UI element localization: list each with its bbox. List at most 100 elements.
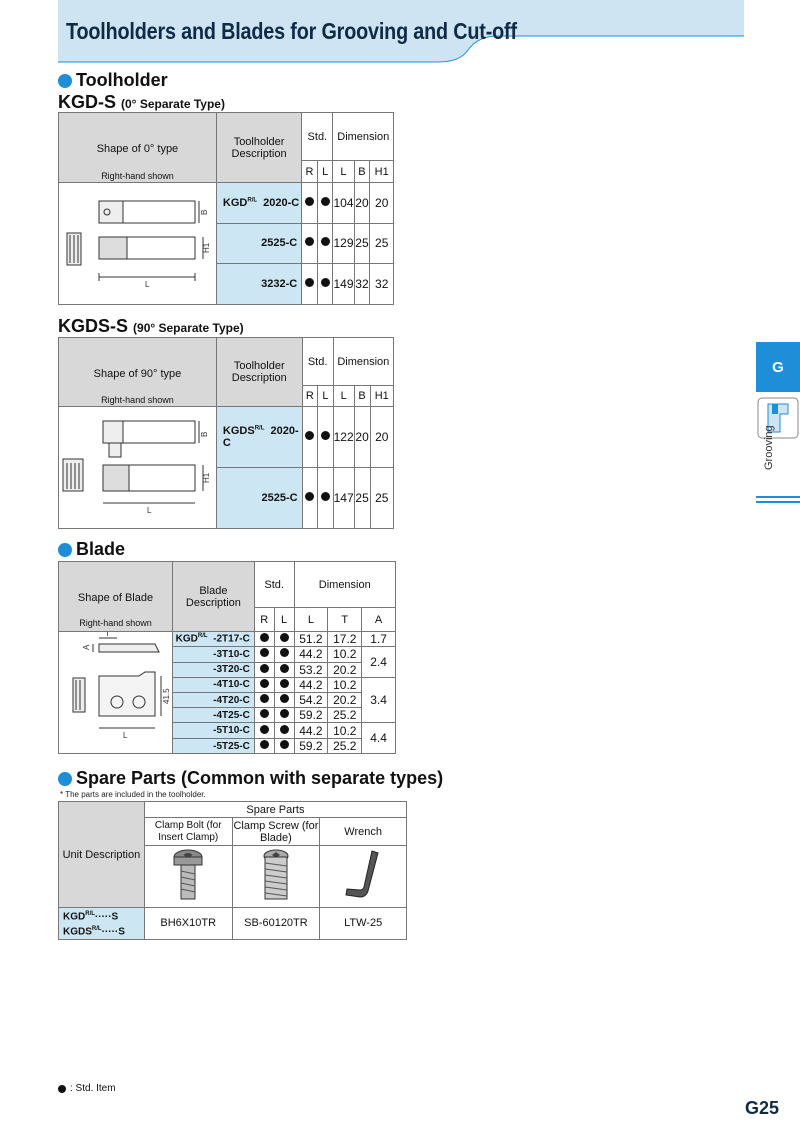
svg-text:L: L xyxy=(147,506,152,515)
dim-header: Dimension xyxy=(332,112,394,161)
svg-text:A: A xyxy=(82,644,91,650)
table-row: 3232-C 149 32 32 xyxy=(59,263,394,305)
svg-text:41.5: 41.5 xyxy=(162,688,171,704)
std-dot-icon xyxy=(279,740,289,749)
section-tab-g[interactable]: G xyxy=(756,342,800,392)
table-row: 2525-C 129 25 25 xyxy=(59,222,394,265)
table-row: 2525-C 147 25 25 xyxy=(59,467,395,529)
kgd-table: Shape of 0° type Right-hand shown Toolho… xyxy=(58,112,394,305)
table-row: -4T25-C 59.2 25.2 xyxy=(59,707,396,724)
std-dot-icon xyxy=(259,740,269,749)
blade-drawing: T A 41.5 L xyxy=(58,629,173,754)
blade-heading: Blade xyxy=(58,539,125,560)
std-dot-icon xyxy=(259,709,269,719)
dim-header: Dimension xyxy=(293,561,397,608)
toolholder-90-drawing: B H1 L xyxy=(62,420,211,515)
grooving-icon xyxy=(757,397,799,439)
std-dot-icon xyxy=(320,196,330,206)
toolholder-heading: Toolholder xyxy=(58,70,168,91)
blade-drawing-svg: T A 41.5 L xyxy=(72,629,171,740)
clamp-screw-image xyxy=(231,845,321,908)
svg-text:H1: H1 xyxy=(202,472,211,483)
wrench-image xyxy=(319,845,407,908)
svg-text:B: B xyxy=(200,432,209,437)
desc-header: Toolholder Description xyxy=(215,112,303,183)
std-dot-icon xyxy=(320,278,330,288)
table-row: -5T25-C 59.2 25.2 xyxy=(59,738,396,754)
screw-icon xyxy=(263,849,289,900)
std-dot-icon xyxy=(320,237,330,247)
svg-text:L: L xyxy=(145,280,150,289)
spare-parts-table: Unit Description Spare Parts Clamp Bolt … xyxy=(58,801,408,940)
svg-text:H1: H1 xyxy=(202,242,211,253)
unit-desc-header: Unit Description xyxy=(58,801,145,908)
bolt-icon xyxy=(173,849,203,900)
std-dot-icon xyxy=(259,648,269,658)
page-banner: Toolholders and Blades for Grooving and … xyxy=(58,0,744,64)
std-dot-icon xyxy=(58,1084,66,1093)
svg-text:B: B xyxy=(200,210,209,215)
footer-note: : Std. Item xyxy=(58,1083,116,1094)
page-number: G25 xyxy=(745,1098,780,1118)
desc-cell: KGDSR/L 2020-C xyxy=(215,406,303,468)
toolholder-drawing: B H1 L xyxy=(66,200,211,289)
spare-parts-note: * The parts are included in the toolhold… xyxy=(60,790,206,799)
clamp-bolt-image xyxy=(143,845,233,908)
std-dot-icon xyxy=(305,431,315,440)
desc-cell: KGDR/L -2T17-C xyxy=(171,631,255,647)
table-row: -3T20-C 53.2 20.2 xyxy=(59,661,396,678)
kgds-table: Shape of 90° type Right-hand shown Toolh… xyxy=(58,337,395,529)
dim-header: Dimension xyxy=(332,337,395,386)
std-dot-icon xyxy=(305,278,315,288)
std-dot-icon xyxy=(305,237,315,247)
bullet-icon xyxy=(58,771,72,786)
table-row: -4T10-C 44.2 10.2 3.4 xyxy=(59,676,396,724)
desc-header: Blade Description xyxy=(171,561,255,632)
kgds-drawing: B H1 L xyxy=(58,406,217,529)
spare-parts-heading: Spare Parts (Common with separate types) xyxy=(58,768,443,789)
std-header: Std. xyxy=(301,337,334,386)
table-row: B H1 L KGDSR/L 2020-C 122 20 20 xyxy=(58,406,395,529)
std-dot-icon xyxy=(279,694,289,704)
std-dot-icon xyxy=(305,492,315,501)
table-row: T A 41.5 L KGDR/L -2T17-C 51.2 17.2 1.7 xyxy=(58,629,396,754)
side-lines xyxy=(756,496,800,506)
std-dot-icon xyxy=(320,492,330,501)
unit-desc-cell: KGDR/L·····S KGDSR/L·····S xyxy=(58,907,145,940)
kgd-heading: KGD-S (0° Separate Type) xyxy=(58,92,225,112)
kgd-drawing: B H1 L xyxy=(58,182,217,305)
table-row: -4T20-C 54.2 20.2 xyxy=(59,692,396,709)
desc-header: Toolholder Description xyxy=(215,337,303,407)
svg-text:T: T xyxy=(105,632,110,638)
std-dot-icon xyxy=(259,633,269,642)
std-dot-icon xyxy=(305,196,315,206)
table-row: -5T10-C 44.2 10.2 4.4 xyxy=(59,722,396,754)
std-dot-icon xyxy=(259,694,269,704)
std-header: Std. xyxy=(301,112,334,161)
bullet-icon xyxy=(58,542,72,557)
shape-header: Shape of Blade Right-hand shown xyxy=(58,561,173,632)
banner-shape xyxy=(58,0,744,63)
std-dot-icon xyxy=(320,431,330,440)
std-dot-icon xyxy=(259,678,269,688)
side-label: Grooving xyxy=(763,425,775,470)
shape-header: Shape of 0° type Right-hand shown xyxy=(58,112,217,183)
wrench-icon xyxy=(345,850,379,898)
kgds-heading: KGDS-S (90° Separate Type) xyxy=(58,316,244,336)
std-dot-icon xyxy=(259,663,269,673)
std-dot-icon xyxy=(279,709,289,719)
spare-group-header: Spare Parts xyxy=(143,801,408,818)
std-dot-icon xyxy=(279,724,289,734)
bullet-icon xyxy=(58,73,72,88)
svg-text:L: L xyxy=(123,731,128,740)
std-dot-icon xyxy=(259,724,269,734)
std-dot-icon xyxy=(279,633,289,642)
std-dot-icon xyxy=(279,663,289,673)
page-title: Toolholders and Blades for Grooving and … xyxy=(66,18,517,44)
std-dot-icon xyxy=(279,678,289,688)
std-header: Std. xyxy=(253,561,295,608)
shape-header: Shape of 90° type Right-hand shown xyxy=(58,337,217,407)
blade-table: Shape of Blade Right-hand shown Blade De… xyxy=(58,561,397,754)
table-row: KGDR/L·····S KGDSR/L·····S BH6X10TR SB-6… xyxy=(58,907,407,940)
table-row: B H1 L KGDR/L 2020-C 104 20 20 xyxy=(58,182,394,305)
